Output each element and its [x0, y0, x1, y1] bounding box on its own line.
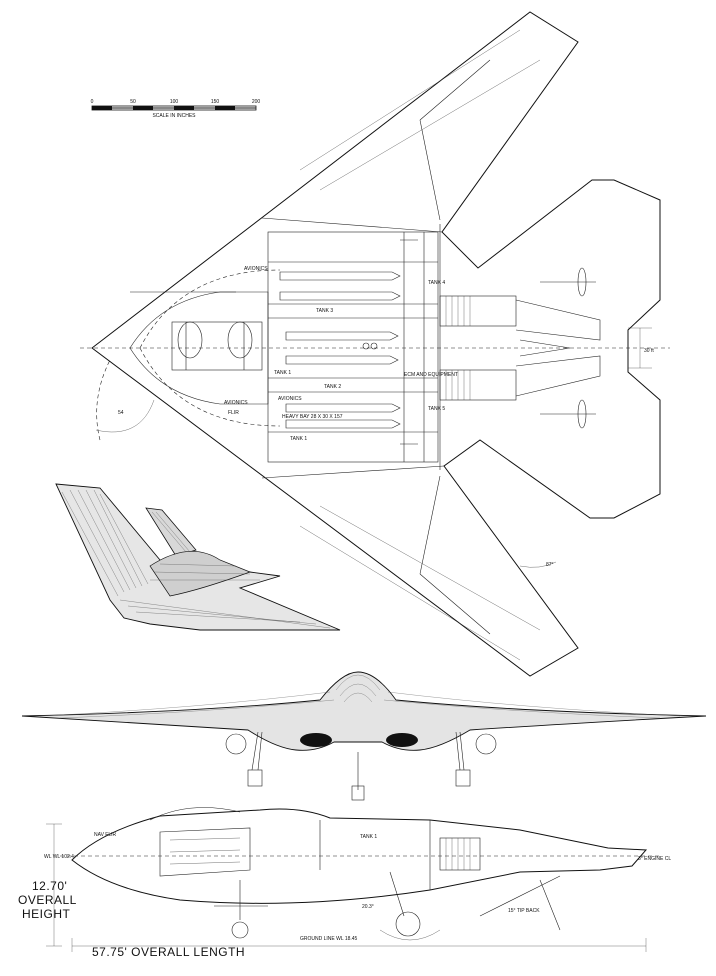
scale-tick-50: 50: [130, 99, 136, 105]
label-nav-flir: NAV FLIR: [94, 832, 117, 838]
front-outline: [21, 671, 707, 751]
scale-tick-150: 150: [211, 99, 220, 105]
scale-bar: 0 50 100 150 200 SCALE IN INCHES: [91, 99, 261, 119]
side-outline: [71, 808, 648, 904]
label-wl-ref: WL WL 102.4: [44, 854, 74, 860]
overall-height-value: 12.70': [32, 879, 67, 893]
label-engine-cl: 3° ENGINE CL: [638, 856, 671, 862]
bay-label-tank-3: TANK 3: [316, 308, 333, 314]
overall-height-word: OVERALL: [18, 893, 77, 907]
bay-label-tank-1a: TANK 1: [274, 370, 291, 376]
label-tip-back: 15° TIP BACK: [508, 908, 540, 914]
dim-label-nose: 54: [118, 410, 124, 416]
side-view: NAV FLIR WL WL 102.4 TANK 1 3° ENGINE CL…: [18, 807, 671, 959]
bay-label-tank-1b: TANK 1: [290, 436, 307, 442]
bay-label-avionics-3: AVIONICS: [224, 400, 248, 406]
isometric-view: [55, 483, 341, 631]
label-tank-1: TANK 1: [360, 834, 377, 840]
overall-length-label: 57.75' OVERALL LENGTH: [92, 945, 245, 959]
overall-height-caption: HEIGHT: [22, 907, 71, 921]
bay-label-avionics-1: AVIONICS: [244, 266, 268, 272]
bay-label-avionics-2: AVIONICS: [278, 396, 302, 402]
scale-tick-0: 0: [91, 99, 94, 105]
dim-label-sweep: 87°: [546, 562, 554, 568]
bay-label-tank-4: TANK 4: [428, 280, 445, 286]
bay-label-tank-5: TANK 5: [428, 406, 445, 412]
label-ground-line: GROUND LINE WL 18.45: [300, 936, 358, 942]
scale-caption: SCALE IN INCHES: [152, 113, 196, 119]
scale-tick-100: 100: [170, 99, 179, 105]
bay-label-heavy-bay: HEAVY BAY 28 X 30 X 157: [282, 414, 343, 420]
front-view: [21, 671, 707, 801]
bay-label-tank-2: TANK 2: [324, 384, 341, 390]
plan-outline: [91, 11, 661, 677]
dim-label-span-detail: 30 ft: [644, 348, 654, 354]
label-angle: 20.3°: [362, 904, 374, 910]
plan-view: AVIONICS TANK 3 TANK 1 TANK 2 AVIONICS H…: [80, 11, 670, 677]
scale-tick-200: 200: [252, 99, 261, 105]
bay-label-flir: FLIR: [228, 410, 239, 416]
bay-label-ecm: ECM AND EQUIPMENT: [404, 372, 458, 378]
